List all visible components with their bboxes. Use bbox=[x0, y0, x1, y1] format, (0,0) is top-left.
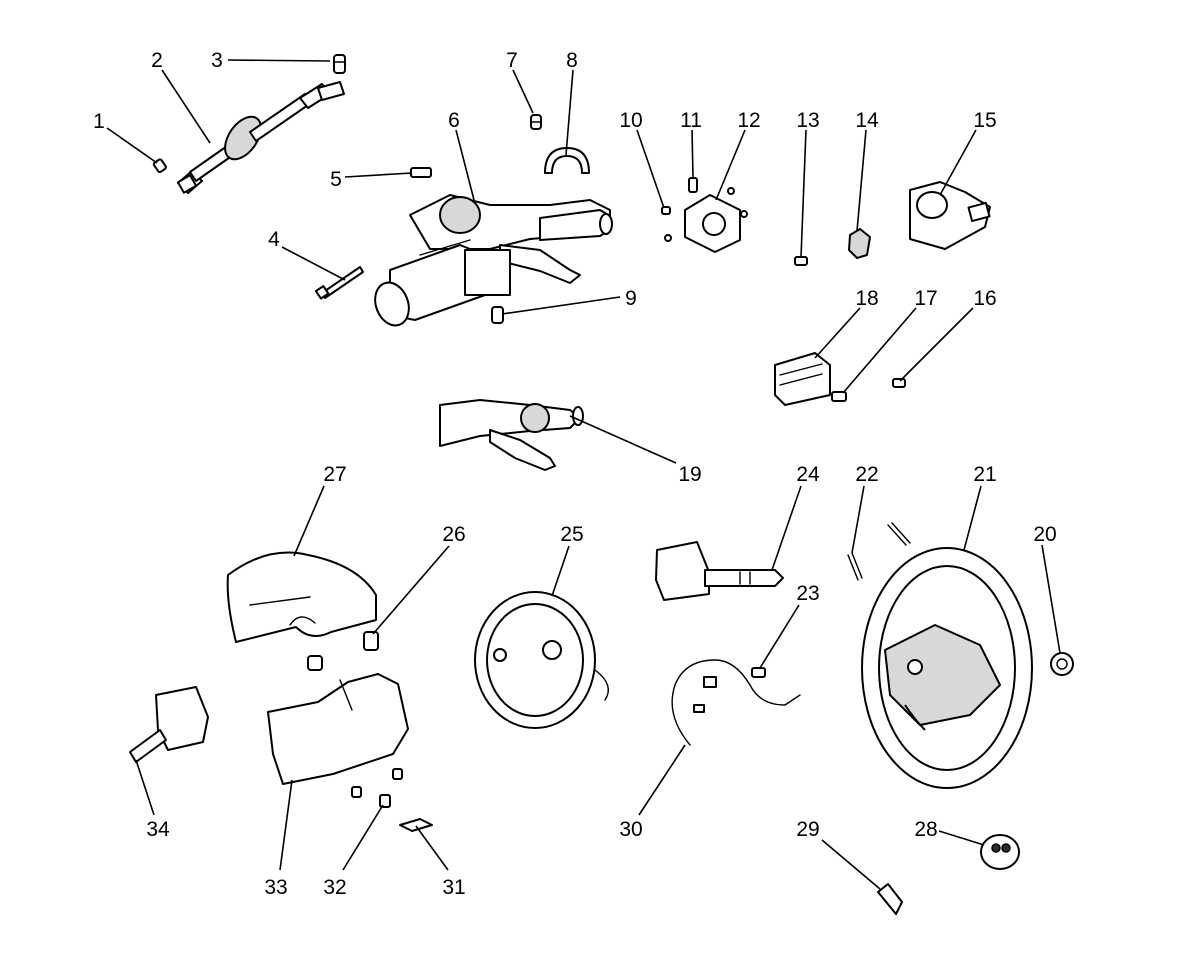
part-23-screw bbox=[751, 667, 766, 678]
part-10-screw bbox=[661, 206, 671, 215]
callout-19: 19 bbox=[678, 463, 701, 486]
callout-31: 31 bbox=[442, 876, 465, 899]
callout-32: 32 bbox=[323, 876, 346, 899]
part-6-steering-column bbox=[374, 194, 613, 327]
callout-12: 12 bbox=[737, 109, 760, 132]
part-21-steering-wheel bbox=[861, 547, 1033, 789]
part-4-long-bolt bbox=[314, 266, 364, 300]
callout-13: 13 bbox=[796, 109, 819, 132]
callout-30: 30 bbox=[619, 818, 642, 841]
part-25-airbag-module bbox=[474, 591, 609, 729]
callout-24: 24 bbox=[796, 463, 820, 486]
callout-33: 33 bbox=[264, 876, 287, 899]
callout-1: 1 bbox=[93, 110, 105, 133]
part-32-screw bbox=[379, 794, 391, 808]
callout-17: 17 bbox=[914, 287, 937, 310]
callout-10: 10 bbox=[619, 109, 642, 132]
part-20-nut bbox=[1050, 652, 1074, 676]
callout-3: 3 bbox=[211, 49, 223, 72]
part-18-module bbox=[774, 352, 831, 406]
part-17-screw bbox=[831, 391, 847, 402]
part-30-wiring-harness bbox=[671, 659, 801, 746]
callout-29: 29 bbox=[796, 818, 819, 841]
callout-2: 2 bbox=[151, 49, 163, 72]
callout-18: 18 bbox=[855, 287, 878, 310]
part-26-clip bbox=[363, 631, 379, 651]
part-33-lower-cover bbox=[267, 655, 409, 798]
part-28-button bbox=[980, 834, 1020, 870]
callout-23: 23 bbox=[796, 582, 819, 605]
leader-lines bbox=[106, 59, 1061, 890]
part-11-screw bbox=[688, 177, 698, 193]
part-5-bolt bbox=[410, 167, 432, 178]
part-7-bolt bbox=[530, 114, 542, 130]
part-16-insert bbox=[892, 378, 906, 388]
callout-27: 27 bbox=[323, 463, 346, 486]
callout-9: 9 bbox=[625, 287, 637, 310]
part-19-column-assembly bbox=[439, 399, 584, 471]
callout-25: 25 bbox=[560, 523, 583, 546]
part-29-emblem bbox=[877, 883, 903, 915]
callout-4: 4 bbox=[268, 228, 280, 251]
part-15-ignition-switch bbox=[909, 181, 991, 250]
callout-16: 16 bbox=[973, 287, 996, 310]
part-27-upper-cover bbox=[226, 551, 377, 643]
callout-34: 34 bbox=[146, 818, 170, 841]
part-14-cap bbox=[848, 228, 871, 259]
part-24-multifunction-switch bbox=[655, 541, 784, 601]
part-8-bracket bbox=[544, 147, 590, 174]
callout-labels: 1 2 3 4 5 6 7 8 9 10 11 12 13 14 15 16 1… bbox=[93, 49, 1057, 899]
callout-8: 8 bbox=[566, 49, 578, 72]
callout-6: 6 bbox=[448, 109, 460, 132]
part-22-clips bbox=[847, 522, 911, 581]
part-12-lock-housing bbox=[664, 187, 748, 253]
callout-7: 7 bbox=[506, 49, 518, 72]
part-13-screw bbox=[794, 256, 808, 266]
part-9-screw bbox=[491, 306, 504, 324]
callout-15: 15 bbox=[973, 109, 996, 132]
callout-21: 21 bbox=[973, 463, 996, 486]
callout-26: 26 bbox=[442, 523, 465, 546]
callout-28: 28 bbox=[914, 818, 937, 841]
part-3-bolt bbox=[333, 54, 346, 74]
callout-5: 5 bbox=[330, 168, 342, 191]
part-31-clip bbox=[399, 818, 433, 832]
callout-14: 14 bbox=[855, 109, 879, 132]
callout-11: 11 bbox=[680, 109, 702, 132]
callout-20: 20 bbox=[1033, 523, 1056, 546]
callout-22: 22 bbox=[855, 463, 878, 486]
part-2-intermediate-shaft bbox=[176, 81, 345, 194]
part-34-turn-signal-switch bbox=[129, 686, 209, 763]
